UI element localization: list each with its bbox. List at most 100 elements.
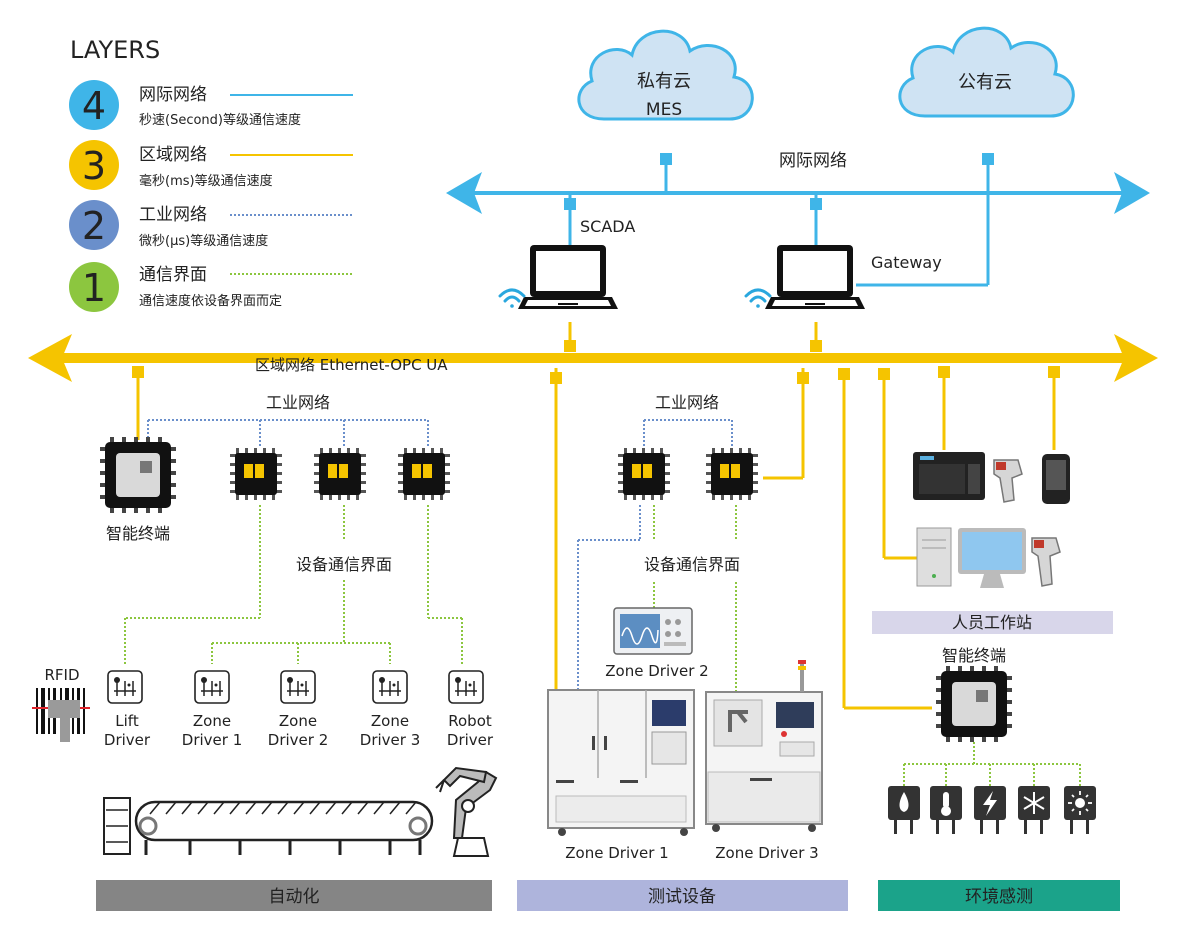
zone-driver-2-auto[interactable]: Zone Driver 2	[268, 670, 328, 749]
testing-section-label: 测试设备	[648, 887, 716, 907]
private-cloud: 私有云 MES	[577, 29, 754, 121]
controller-chip-1[interactable]	[230, 448, 282, 500]
legend-title: LAYERS	[70, 36, 160, 64]
chip-icon	[100, 437, 176, 513]
test-machine-3[interactable]	[705, 660, 823, 832]
zone-driver-1-line2: Driver 1	[182, 731, 242, 749]
zone-driver-1-test-label: Zone Driver 1	[565, 844, 668, 862]
scada-label: SCADA	[580, 217, 635, 236]
device-interface-label-left: 设备通信界面	[296, 555, 392, 574]
device-interface-label-right: 设备通信界面	[644, 555, 740, 574]
smart-terminal-left[interactable]	[100, 437, 176, 513]
layer-1-desc: 通信速度依设备界面而定	[139, 293, 282, 309]
automation-section-label: 自动化	[269, 887, 320, 907]
test-machine-1[interactable]	[547, 689, 695, 836]
robot-driver[interactable]: Robot Driver	[447, 670, 494, 749]
layer-4-name: 网际网络	[139, 85, 207, 105]
sensor-interface	[903, 742, 1081, 786]
zone-driver-2-line2: Driver 2	[268, 731, 328, 749]
scada-laptop[interactable]	[518, 245, 618, 309]
laptop-icon	[518, 245, 618, 309]
controller-chip-4[interactable]	[618, 448, 670, 500]
connector-nodes-blue	[564, 153, 994, 210]
chip-icon	[398, 448, 450, 500]
connector-nodes-yellow	[132, 340, 1060, 384]
layer-2-desc: 微秒(μs)等级通信速度	[139, 233, 268, 249]
lift-driver-line1: Lift	[115, 712, 139, 730]
public-cloud-label: 公有云	[958, 72, 1012, 93]
layer-3-desc: 毫秒(ms)等级通信速度	[139, 173, 273, 189]
barcode-scanner-icon	[1031, 537, 1061, 587]
zone-driver-3-line1: Zone	[371, 712, 409, 730]
layer-1-name: 通信界面	[139, 265, 207, 285]
mes-label: MES	[646, 100, 682, 120]
device-interface-right	[653, 505, 737, 692]
driver-icon	[194, 670, 230, 704]
internet-bus-label: 网际网络	[779, 151, 847, 171]
industrial-network-left	[147, 419, 429, 448]
local-connectors	[136, 322, 1056, 710]
driver-icon	[372, 670, 408, 704]
gateway-laptop[interactable]	[765, 245, 865, 309]
robot-arm-icon	[435, 766, 498, 857]
device-interface-left	[124, 505, 463, 664]
water-sensor-icon	[888, 786, 920, 834]
environment-section-bar	[878, 880, 1120, 911]
rfid-label: RFID	[44, 666, 79, 684]
private-cloud-label: 私有云	[637, 71, 691, 92]
zone-driver-3-line2: Driver 3	[360, 731, 420, 749]
robot-driver-line1: Robot	[448, 712, 492, 730]
layer-3-number: 3	[82, 144, 106, 188]
oscilloscope-icon	[613, 607, 693, 655]
controller-chip-5[interactable]	[706, 448, 758, 500]
smart-terminal-right[interactable]	[936, 666, 1012, 742]
computer-icon	[916, 527, 1026, 588]
sun-sensor-icon	[1064, 786, 1096, 834]
chip-icon	[706, 448, 758, 500]
zone-driver-3-auto[interactable]: Zone Driver 3	[360, 670, 420, 749]
lift-driver[interactable]: Lift Driver	[104, 670, 151, 749]
robot-driver-line2: Driver	[447, 731, 494, 749]
legend-layer-1: 1 通信界面 通信速度依设备界面而定	[69, 262, 353, 312]
environment-section-label: 环境感测	[965, 887, 1033, 907]
internet-bus: 网际网络	[446, 151, 1150, 214]
smart-terminal-label-left: 智能终端	[106, 524, 170, 543]
local-bus-label: 区域网络 Ethernet-OPC UA	[255, 356, 448, 374]
layer-1-number: 1	[82, 266, 106, 310]
chip-icon	[314, 448, 366, 500]
thermometer-icon	[930, 786, 962, 834]
hmi-panel-icon	[913, 452, 985, 500]
zone-driver-2-test-label: Zone Driver 2	[605, 662, 708, 680]
layer-2-number: 2	[82, 204, 106, 248]
industrial-network-label-left: 工业网络	[266, 393, 330, 412]
driver-icon	[107, 670, 143, 704]
legend-layer-3: 3 区域网络 毫秒(ms)等级通信速度	[69, 140, 353, 190]
layer-3-badge	[69, 140, 119, 190]
smart-terminal-label-right: 智能终端	[942, 646, 1006, 665]
driver-icon	[280, 670, 316, 704]
controller-chip-3[interactable]	[398, 448, 450, 500]
rfid-reader: RFID	[32, 666, 90, 742]
layer-2-name: 工业网络	[139, 205, 207, 225]
lift-driver-line2: Driver	[104, 731, 151, 749]
industrial-network-label-right: 工业网络	[655, 393, 719, 412]
controller-chip-2[interactable]	[314, 448, 366, 500]
layer-4-desc: 秒速(Second)等级通信速度	[139, 112, 301, 128]
local-bus: 区域网络 Ethernet-OPC UA	[28, 334, 1158, 382]
workstation-banner	[872, 611, 1113, 634]
layer-1-badge	[69, 262, 119, 312]
chip-icon	[936, 666, 1012, 742]
zone-driver-1-auto[interactable]: Zone Driver 1	[182, 670, 242, 749]
chip-icon	[618, 448, 670, 500]
gateway-label: Gateway	[871, 253, 942, 272]
industrial-network-right	[577, 419, 733, 690]
public-cloud: 公有云	[898, 26, 1075, 118]
workstation-label: 人员工作站	[952, 613, 1032, 632]
legend-layer-2: 2 工业网络 微秒(μs)等级通信速度	[69, 200, 353, 250]
layer-4-number: 4	[82, 84, 106, 128]
power-sensor-icon	[974, 786, 1006, 834]
wifi-icon	[744, 288, 772, 310]
testing-section-bar	[517, 880, 848, 911]
layer-4-badge	[69, 80, 119, 130]
